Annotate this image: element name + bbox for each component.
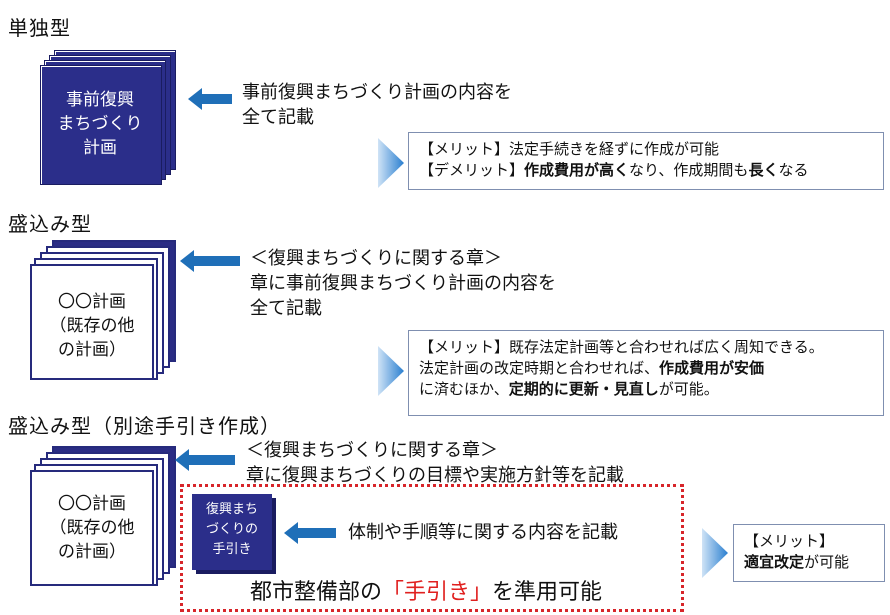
demerit-text: なる <box>778 161 809 179</box>
guide-description: 体制や手順等に関する内容を記載 <box>348 522 618 543</box>
doc-line: の計画） <box>58 340 126 360</box>
demerit-bold: 作成費用が高く <box>524 161 630 179</box>
merit-text: 法定手続きを経ずに作成が可能 <box>509 140 720 158</box>
merit-bold: 適宜改定 <box>744 553 805 571</box>
demerit-tag: 【デメリット】 <box>419 161 525 179</box>
merit-tag: 【メリット】 <box>744 532 835 550</box>
guide-dotted-frame <box>180 484 684 612</box>
existing-plan-document-icon: 〇〇計画 （既存の他 の計画） <box>30 446 190 596</box>
section-title-embedded: 盛込み型 <box>8 212 92 236</box>
doc-line: 〇〇計画 <box>58 494 126 514</box>
chevron-right-icon <box>378 138 404 188</box>
left-arrow-icon <box>188 88 232 110</box>
demerit-text: なり、作成期間も <box>629 161 749 179</box>
doc-line: （既存の他 <box>49 518 135 538</box>
standalone-description: 事前復興まちづくり計画の内容を <box>242 82 512 103</box>
merit-tag: 【メリット】 <box>419 338 510 356</box>
merit-text: に済むほか、 <box>419 380 509 398</box>
embedded-description: ＜復興まちづくりに関する章＞ <box>250 248 502 269</box>
merit-bold: 作成費用が安価 <box>659 359 765 377</box>
standalone-description: 全て記載 <box>242 107 314 128</box>
section-title-standalone: 単独型 <box>8 16 71 40</box>
guide-merit-box: 【メリット】 適宜改定が可能 <box>733 524 885 582</box>
standalone-plan-document-icon: 事前復興 まちづくり 計画 <box>40 50 190 190</box>
merit-text: 既存法定計画等と合わせれば広く周知できる。 <box>509 338 824 356</box>
demerit-bold: 長く <box>748 161 779 179</box>
doc-line: （既存の他 <box>49 316 135 336</box>
merit-text: が可能。 <box>658 380 719 398</box>
merit-text: 法定計画の改定時期と合わせれば、 <box>419 359 660 377</box>
doc-line: まちづくり <box>57 114 143 134</box>
doc-line: づくりの <box>205 522 258 537</box>
bottom-text: を準用可能 <box>492 580 603 605</box>
guide-highlight: 「手引き」 <box>382 580 493 605</box>
bottom-text: 都市整備部の <box>250 580 383 605</box>
doc-line: 手引き <box>212 542 252 557</box>
merit-text: が可能 <box>804 553 850 571</box>
existing-plan-document-icon: 〇〇計画 （既存の他 の計画） <box>30 240 190 390</box>
section-title-embedded-with-guide: 盛込み型（別途手引き作成） <box>8 414 281 438</box>
merit-bold: 定期的に更新・見直し <box>508 380 659 398</box>
chevron-right-icon <box>702 528 728 578</box>
embedded-description: 章に事前復興まちづくり計画の内容を <box>250 273 556 294</box>
embedded-description: 全て記載 <box>250 298 322 319</box>
embedded-merit-box: 【メリット】既存法定計画等と合わせれば広く周知できる。 法定計画の改定時期と合わ… <box>408 330 884 416</box>
left-arrow-icon <box>175 449 235 471</box>
doc-line: の計画） <box>58 542 126 562</box>
left-arrow-icon <box>284 522 336 544</box>
chevron-right-icon <box>378 346 404 396</box>
merit-tag: 【メリット】 <box>419 140 510 158</box>
doc-line: 計画 <box>83 138 117 158</box>
doc-line: 復興まち <box>205 502 258 517</box>
standalone-merit-box: 【メリット】法定手続きを経ずに作成が可能 【デメリット】作成費用が高くなり、作成… <box>408 132 884 190</box>
left-arrow-icon <box>180 250 240 272</box>
guide-section-description: 章に復興まちづくりの目標や実施方針等を記載 <box>246 465 624 486</box>
guide-section-description: ＜復興まちづくりに関する章＞ <box>246 440 498 461</box>
doc-line: 事前復興 <box>66 90 134 110</box>
doc-line: 〇〇計画 <box>58 292 126 312</box>
guide-document-icon: 復興まち づくりの 手引き <box>192 494 272 570</box>
